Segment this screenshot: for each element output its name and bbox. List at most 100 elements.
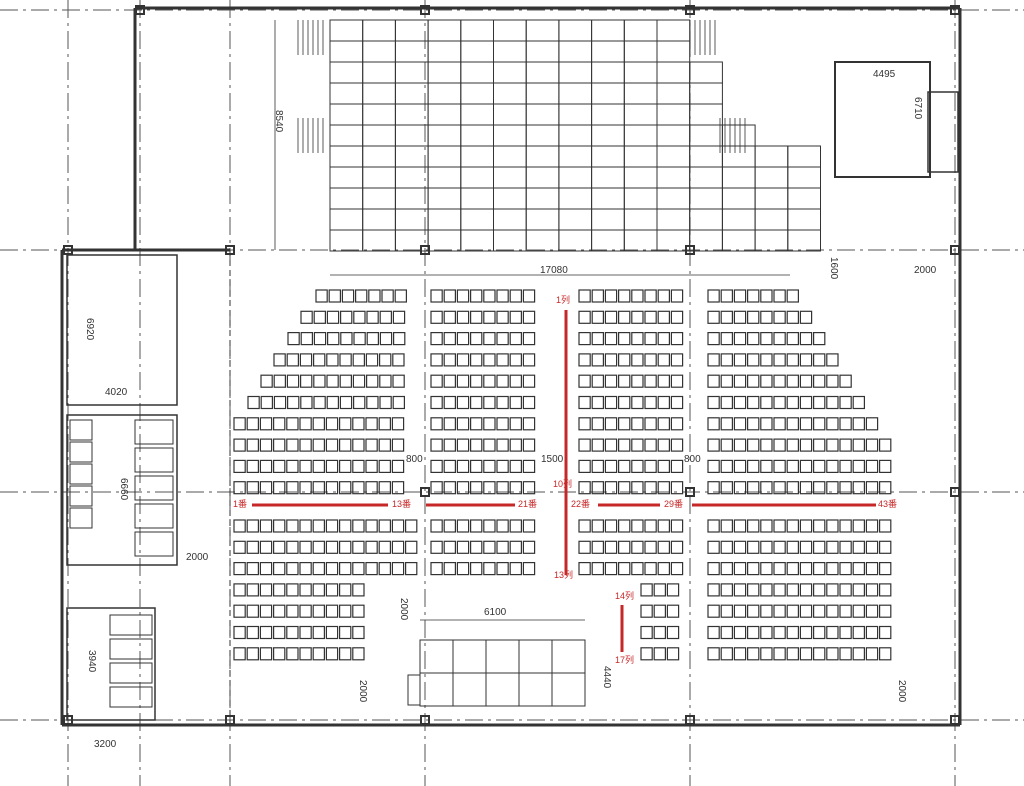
seat-left (378, 417, 392, 431)
seat-left (326, 310, 340, 324)
seat-left (273, 438, 286, 452)
seat-left (300, 332, 314, 346)
stage-platform (656, 166, 691, 189)
seat-left (366, 374, 379, 388)
seat-right (760, 519, 773, 533)
seat-center-right (644, 353, 657, 367)
stage-platform (525, 61, 560, 84)
stage-platform (493, 103, 527, 126)
stage-platform (427, 124, 462, 147)
seat-left (286, 438, 299, 452)
seat-center-left (483, 417, 496, 431)
seat-left (339, 395, 353, 410)
seat-center-right (591, 310, 605, 324)
seat-right (733, 540, 747, 554)
seat-left (352, 353, 366, 367)
seat-right (760, 395, 773, 410)
seat-right (852, 481, 866, 495)
toilet-block (66, 414, 178, 566)
stage-platform (623, 19, 658, 42)
seat-left (365, 353, 379, 367)
seat-left (366, 310, 379, 324)
dim-pit-gap: 2000 (398, 598, 409, 621)
stage-platform (623, 229, 658, 252)
seat-left (325, 519, 339, 533)
seat-left (340, 332, 353, 346)
seat-right (799, 374, 813, 388)
seat-center-right (591, 374, 605, 388)
seat-right (826, 625, 839, 640)
seat-center-left (456, 519, 470, 533)
seat-left (368, 289, 381, 303)
seat-right (760, 540, 773, 554)
seat-center-left (522, 459, 536, 473)
seat-right (786, 625, 800, 640)
seat-center-right (578, 459, 591, 473)
seat-center-left (456, 332, 470, 346)
column (420, 5, 430, 15)
washroom (927, 91, 959, 173)
seat-right (720, 561, 734, 576)
seat-right (786, 438, 800, 452)
seat-left (379, 374, 392, 388)
seat-right (760, 647, 773, 661)
seat-right (826, 583, 839, 597)
stage-platform (689, 187, 723, 210)
seat-right (746, 481, 760, 495)
seat-left (312, 519, 326, 533)
seat-right (733, 583, 747, 597)
toilet-stall (69, 485, 93, 507)
toilet-stall (109, 662, 153, 684)
seat-left (379, 310, 393, 324)
stage-platform (558, 61, 593, 84)
seat-center-right (617, 310, 631, 324)
dim-small-toilet-width: 3200 (94, 739, 117, 750)
seat-center-right (578, 310, 591, 324)
seat-left (352, 540, 365, 554)
column (950, 245, 960, 255)
stage-platform (460, 82, 494, 105)
seat-center-right (591, 332, 605, 346)
seat-center-right (640, 604, 653, 618)
seat-center-right (670, 310, 684, 324)
seat-right (773, 395, 786, 410)
seat-right (707, 647, 720, 661)
seat-center-right (666, 604, 680, 618)
label-row-14: 14列 (615, 591, 635, 601)
seat-left (259, 481, 273, 495)
seat-right (746, 459, 760, 473)
seat-left (273, 540, 286, 554)
seat-right (852, 519, 866, 533)
seat-center-left (509, 353, 523, 367)
stage-platform (362, 82, 396, 105)
seat-center-left (456, 561, 470, 576)
seat-center-left (443, 459, 457, 473)
seat-left (366, 332, 380, 346)
seat-right (839, 625, 852, 640)
stage-platform (493, 61, 527, 84)
seat-right (733, 353, 747, 367)
seat-center-left (483, 481, 496, 495)
seat-center-left (470, 438, 483, 452)
seat-center-right (631, 374, 644, 388)
seat-left (286, 604, 299, 618)
seat-center-right (617, 519, 631, 533)
seat-right (773, 310, 786, 324)
stage-platform (558, 19, 593, 42)
seat-left (339, 604, 352, 618)
seat-center-left (470, 481, 483, 495)
seat-right (760, 438, 773, 452)
stage-platform (525, 145, 560, 168)
seat-left (286, 519, 299, 533)
seat-right (878, 438, 892, 452)
seat-right (707, 374, 720, 388)
stage-platform (493, 145, 527, 168)
stage-platform (591, 61, 625, 84)
seat-right (839, 417, 852, 431)
seat-right (707, 604, 720, 618)
seat-center-left (430, 561, 443, 576)
seat-center-left (522, 310, 536, 324)
stage-platform (721, 166, 756, 189)
seat-center-right (591, 561, 605, 576)
column (420, 715, 430, 725)
